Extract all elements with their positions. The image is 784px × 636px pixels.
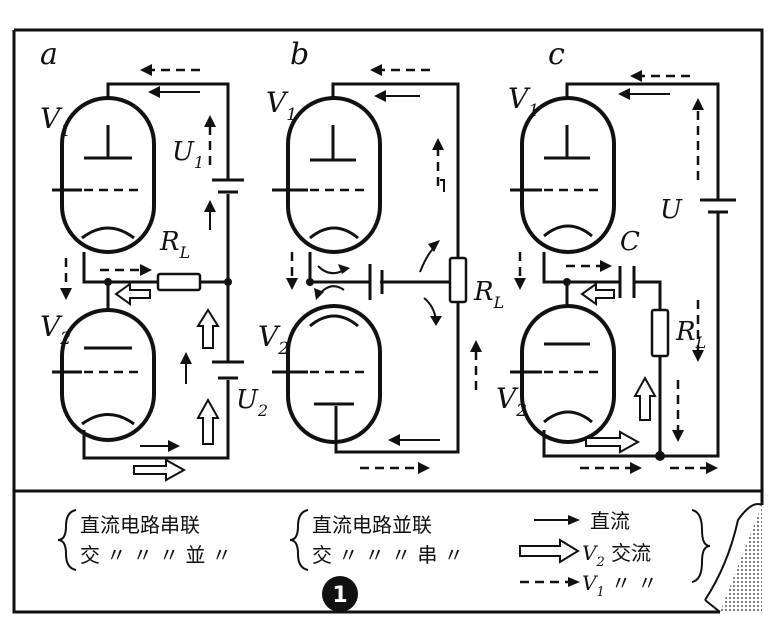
resistor-rl [650, 308, 670, 358]
brace-a [57, 509, 77, 571]
label-rl: RL [675, 317, 706, 352]
legend-a-line2: 交 〃 〃 〃 並 〃 [80, 543, 232, 567]
label-rl: RL [159, 227, 190, 262]
label-c: C [620, 227, 640, 257]
current-arrows-b [286, 64, 482, 474]
hollow-arrow-key [519, 538, 580, 564]
folded-corner-decoration [704, 503, 763, 613]
svg-text:1: 1 [332, 583, 347, 608]
label-v1: V1 [266, 86, 297, 125]
label-u2: U2 [236, 385, 268, 420]
resistor-rl [448, 256, 468, 304]
label-u1: U1 [172, 137, 204, 172]
brace-right [691, 509, 711, 583]
figure-number-badge: 1 [322, 576, 358, 612]
current-arrows-c [514, 70, 718, 474]
panel-a: a V1 [40, 37, 268, 482]
legend: 直流电路串联 交 〃 〃 〃 並 〃 直流电路並联 交 〃 〃 〃 串 〃 直流… [57, 509, 711, 600]
panel-b: b V1 V2 RL [258, 37, 504, 474]
legend-dashed-label: V1 〃 〃 [582, 571, 657, 600]
outer-frame [12, 28, 764, 614]
legend-hollow-label: V2 交流 [582, 541, 651, 570]
tube-v1 [510, 96, 616, 254]
panel-c: c V1 V2 U C RL [496, 37, 736, 474]
brace-b [289, 509, 309, 571]
label-v1: V1 [508, 82, 539, 121]
legend-b-line2: 交 〃 〃 〃 串 〃 [312, 543, 464, 567]
resistor-rl [156, 272, 202, 292]
legend-solid-label: 直流 [590, 509, 630, 533]
legend-a-line1: 直流电路串联 [80, 513, 200, 537]
label-v2: V2 [496, 382, 527, 421]
tube-v2 [510, 304, 616, 444]
label-u: U [660, 195, 683, 225]
tube-v2 [272, 304, 382, 444]
legend-b-line1: 直流电路並联 [312, 513, 432, 537]
label-v2: V2 [258, 320, 289, 359]
label-v1: V1 [40, 102, 71, 141]
panel-a-letter: a [40, 37, 58, 72]
current-arrows-a [60, 64, 220, 482]
panel-b-letter: b [290, 37, 309, 72]
label-rl: RL [473, 277, 504, 312]
label-v2: V2 [40, 310, 71, 349]
panel-c-letter: c [548, 37, 565, 72]
